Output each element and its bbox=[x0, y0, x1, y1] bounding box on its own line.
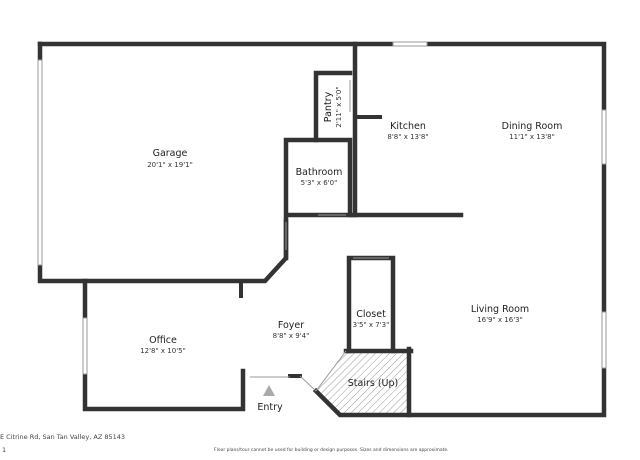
living-label: Living Room bbox=[471, 304, 529, 315]
office-dims: 12'8" x 10'5" bbox=[140, 347, 186, 355]
foyer-dims: 8'8" x 9'4" bbox=[273, 332, 310, 340]
pantry-wall bbox=[313, 70, 353, 143]
foyer-label: Foyer bbox=[278, 320, 304, 331]
dining-dims: 11'1" x 13'8" bbox=[509, 133, 555, 141]
page-number: 1 bbox=[2, 446, 7, 454]
dining-label: Dining Room bbox=[502, 121, 563, 132]
bathroom-label: Bathroom bbox=[296, 167, 343, 178]
disclaimer-text: Floor plans/tour cannot be used for buil… bbox=[214, 448, 449, 453]
bathroom-dims: 5'3" x 6'0" bbox=[301, 179, 338, 187]
living-dims: 16'9" x 16'3" bbox=[477, 316, 523, 324]
stairs-hatch bbox=[316, 351, 409, 415]
entry-label: Entry bbox=[257, 402, 283, 413]
address-text: E Citrine Rd, San Tan Valley, AZ 85143 bbox=[0, 433, 126, 441]
kitchen-label: Kitchen bbox=[390, 121, 426, 132]
kitchen-dims: 8'8" x 13'8" bbox=[387, 133, 428, 141]
closet-label: Closet bbox=[356, 309, 386, 320]
bathroom-wall bbox=[283, 137, 353, 261]
window-dining-right bbox=[601, 109, 607, 165]
window-top bbox=[392, 41, 428, 47]
garage-label: Garage bbox=[153, 148, 188, 159]
pantry-dims: 2'11" x 5'0" bbox=[335, 86, 343, 127]
outer-wall bbox=[37, 41, 607, 418]
office-label: Office bbox=[149, 335, 177, 346]
closet-wall bbox=[346, 255, 396, 354]
window-office-left bbox=[82, 317, 88, 375]
garage-dims: 20'1" x 19'1" bbox=[147, 161, 193, 169]
stairs-label: Stairs (Up) bbox=[348, 378, 399, 389]
entry-arrow-icon bbox=[263, 385, 275, 396]
window-living-right bbox=[601, 311, 607, 369]
stairs-diagonal bbox=[315, 350, 347, 392]
window-garage-left bbox=[37, 59, 43, 266]
pantry-label: Pantry bbox=[323, 91, 334, 122]
closet-dims: 3'5" x 7'3" bbox=[353, 321, 390, 329]
entry-door-swing bbox=[299, 375, 317, 392]
